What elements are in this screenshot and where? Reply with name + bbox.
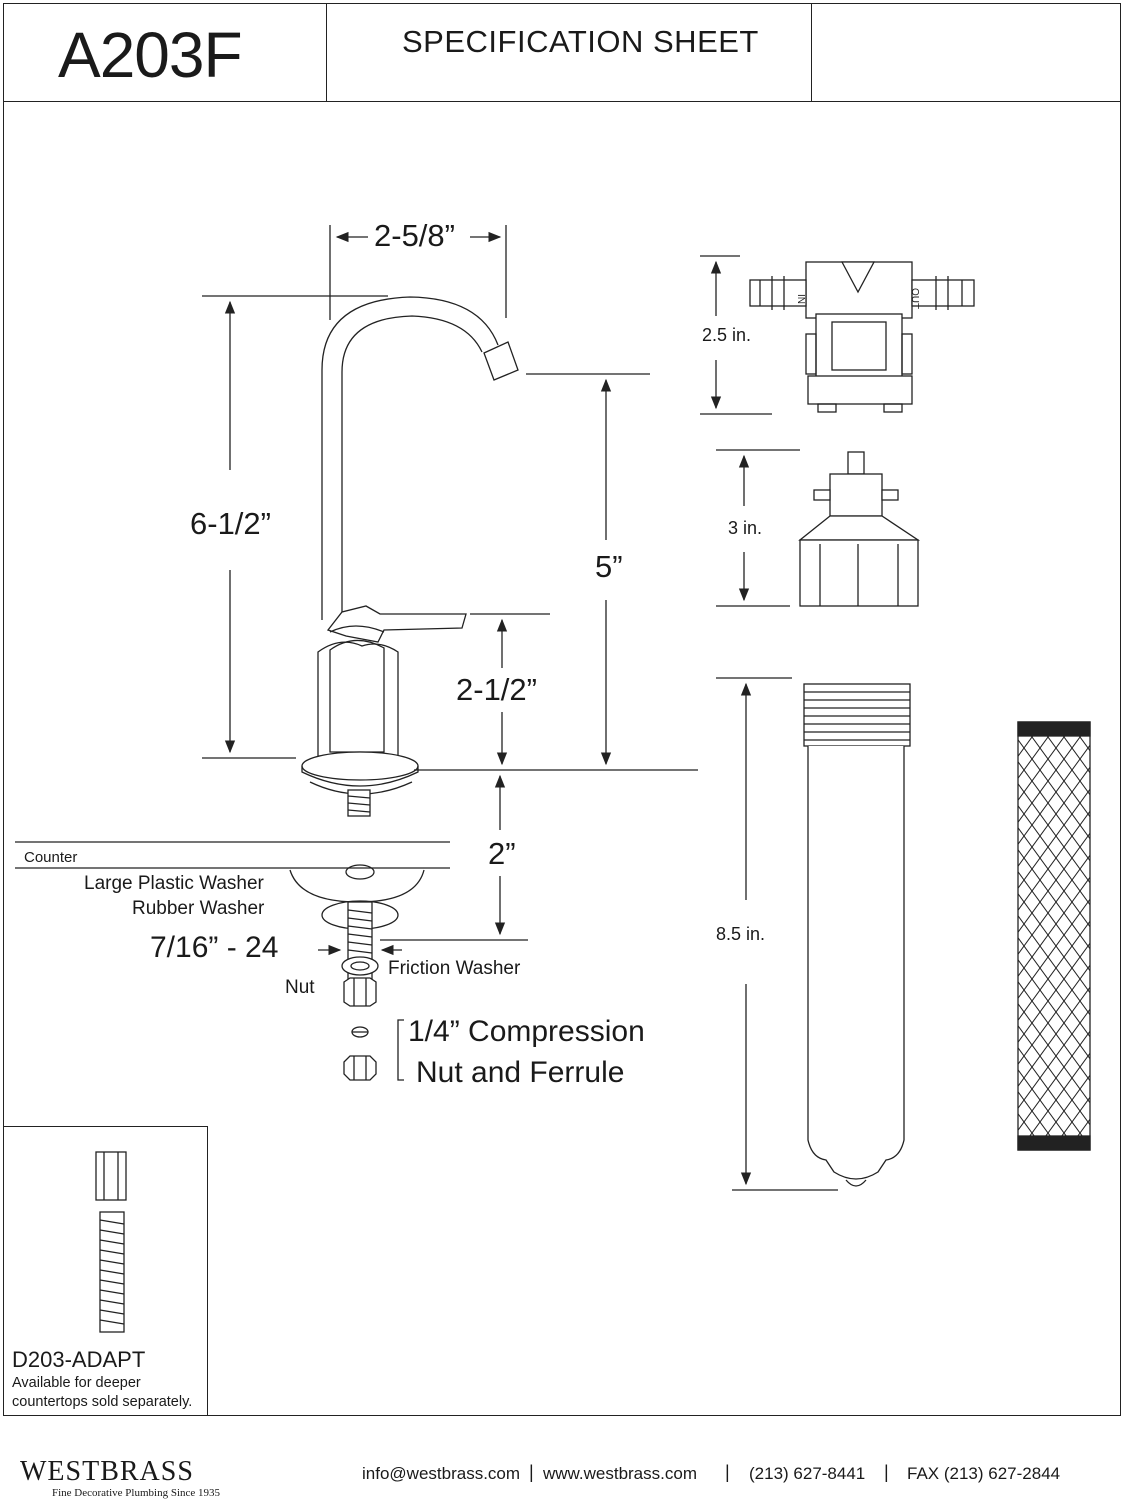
filter-housing (803, 683, 911, 1187)
nut-label: Nut (285, 977, 315, 998)
friction-washer-label: Friction Washer (388, 958, 521, 979)
footer: WESTBRASS Fine Decorative Plumbing Since… (0, 1420, 1124, 1500)
separator: | (529, 1462, 534, 1482)
out-mark: OUT (909, 288, 920, 309)
brand-logo: WESTBRASS (20, 1456, 194, 1487)
title-cell: SPECIFICATION SHEET (327, 4, 812, 101)
base-height-label: 2-1/2” (456, 672, 537, 707)
filter-head-height-label: 2.5 in. (702, 325, 752, 345)
filter-head (749, 261, 975, 413)
website-link[interactable]: www.westbrass.com (543, 1464, 697, 1483)
compression-nut (343, 1055, 377, 1081)
faucet-spout (321, 296, 519, 620)
shank-length-label: 2” (488, 836, 516, 871)
adapter-note-line2: countertops sold separately. (12, 1394, 193, 1410)
model-number: A203F (58, 19, 243, 91)
filter-housing-dimension (716, 677, 838, 1191)
in-mark: IN (795, 294, 806, 304)
adapter-box: D203-ADAPT Available for deeper countert… (3, 1126, 208, 1416)
carbon-filter-cartridge (1017, 721, 1091, 1151)
counter-label: Counter (24, 849, 78, 866)
header: A203F SPECIFICATION SHEET (4, 4, 1120, 102)
spec-sheet: A203F SPECIFICATION SHEET (3, 3, 1121, 1416)
compression-label-line2: Nut and Ferrule (416, 1056, 625, 1089)
filter-cap (798, 451, 921, 607)
faucet-body (317, 639, 399, 757)
mounting-nut (343, 977, 377, 1007)
compression-bracket (397, 1019, 404, 1081)
overall-height-label: 6-1/2” (190, 506, 271, 541)
spout-reach-label: 2-5/8” (374, 218, 455, 253)
counter (15, 841, 450, 869)
rubber-washer-label: Rubber Washer (132, 898, 265, 919)
sheet-title: SPECIFICATION SHEET (402, 24, 759, 59)
technical-drawing: IN OUT (15, 225, 1091, 1333)
faucet-dimension-lines (202, 225, 698, 956)
spout-height-label: 5” (595, 549, 623, 584)
filter-housing-height-label: 8.5 in. (716, 924, 766, 944)
adapter-name: D203-ADAPT (12, 1347, 146, 1372)
compression-label-line1: 1/4” Compression (408, 1015, 645, 1048)
adapter-drawing (95, 1151, 127, 1333)
filter-head-dimension (700, 255, 772, 415)
compression-ferrule (351, 1026, 369, 1038)
faucet-handle (326, 605, 467, 643)
filter-cap-dimension (716, 449, 800, 607)
adapter-note-line1: Available for deeper (12, 1375, 141, 1391)
friction-washer (341, 956, 379, 976)
model-cell: A203F (4, 4, 327, 101)
email-link[interactable]: info@westbrass.com (362, 1464, 521, 1483)
large-plastic-washer-label: Large Plastic Washer (84, 873, 264, 894)
fax-number: FAX (213) 627-2844 (907, 1464, 1061, 1483)
thread-size-label: 7/16” - 24 (150, 931, 279, 964)
phone-number: (213) 627-8441 (749, 1464, 866, 1483)
filter-cap-height-label: 3 in. (728, 518, 763, 538)
brand-tagline: Fine Decorative Plumbing Since 1935 (52, 1487, 221, 1499)
separator: | (884, 1462, 889, 1482)
faucet-base (301, 751, 419, 817)
large-plastic-washer (289, 864, 425, 903)
separator: | (725, 1462, 730, 1482)
